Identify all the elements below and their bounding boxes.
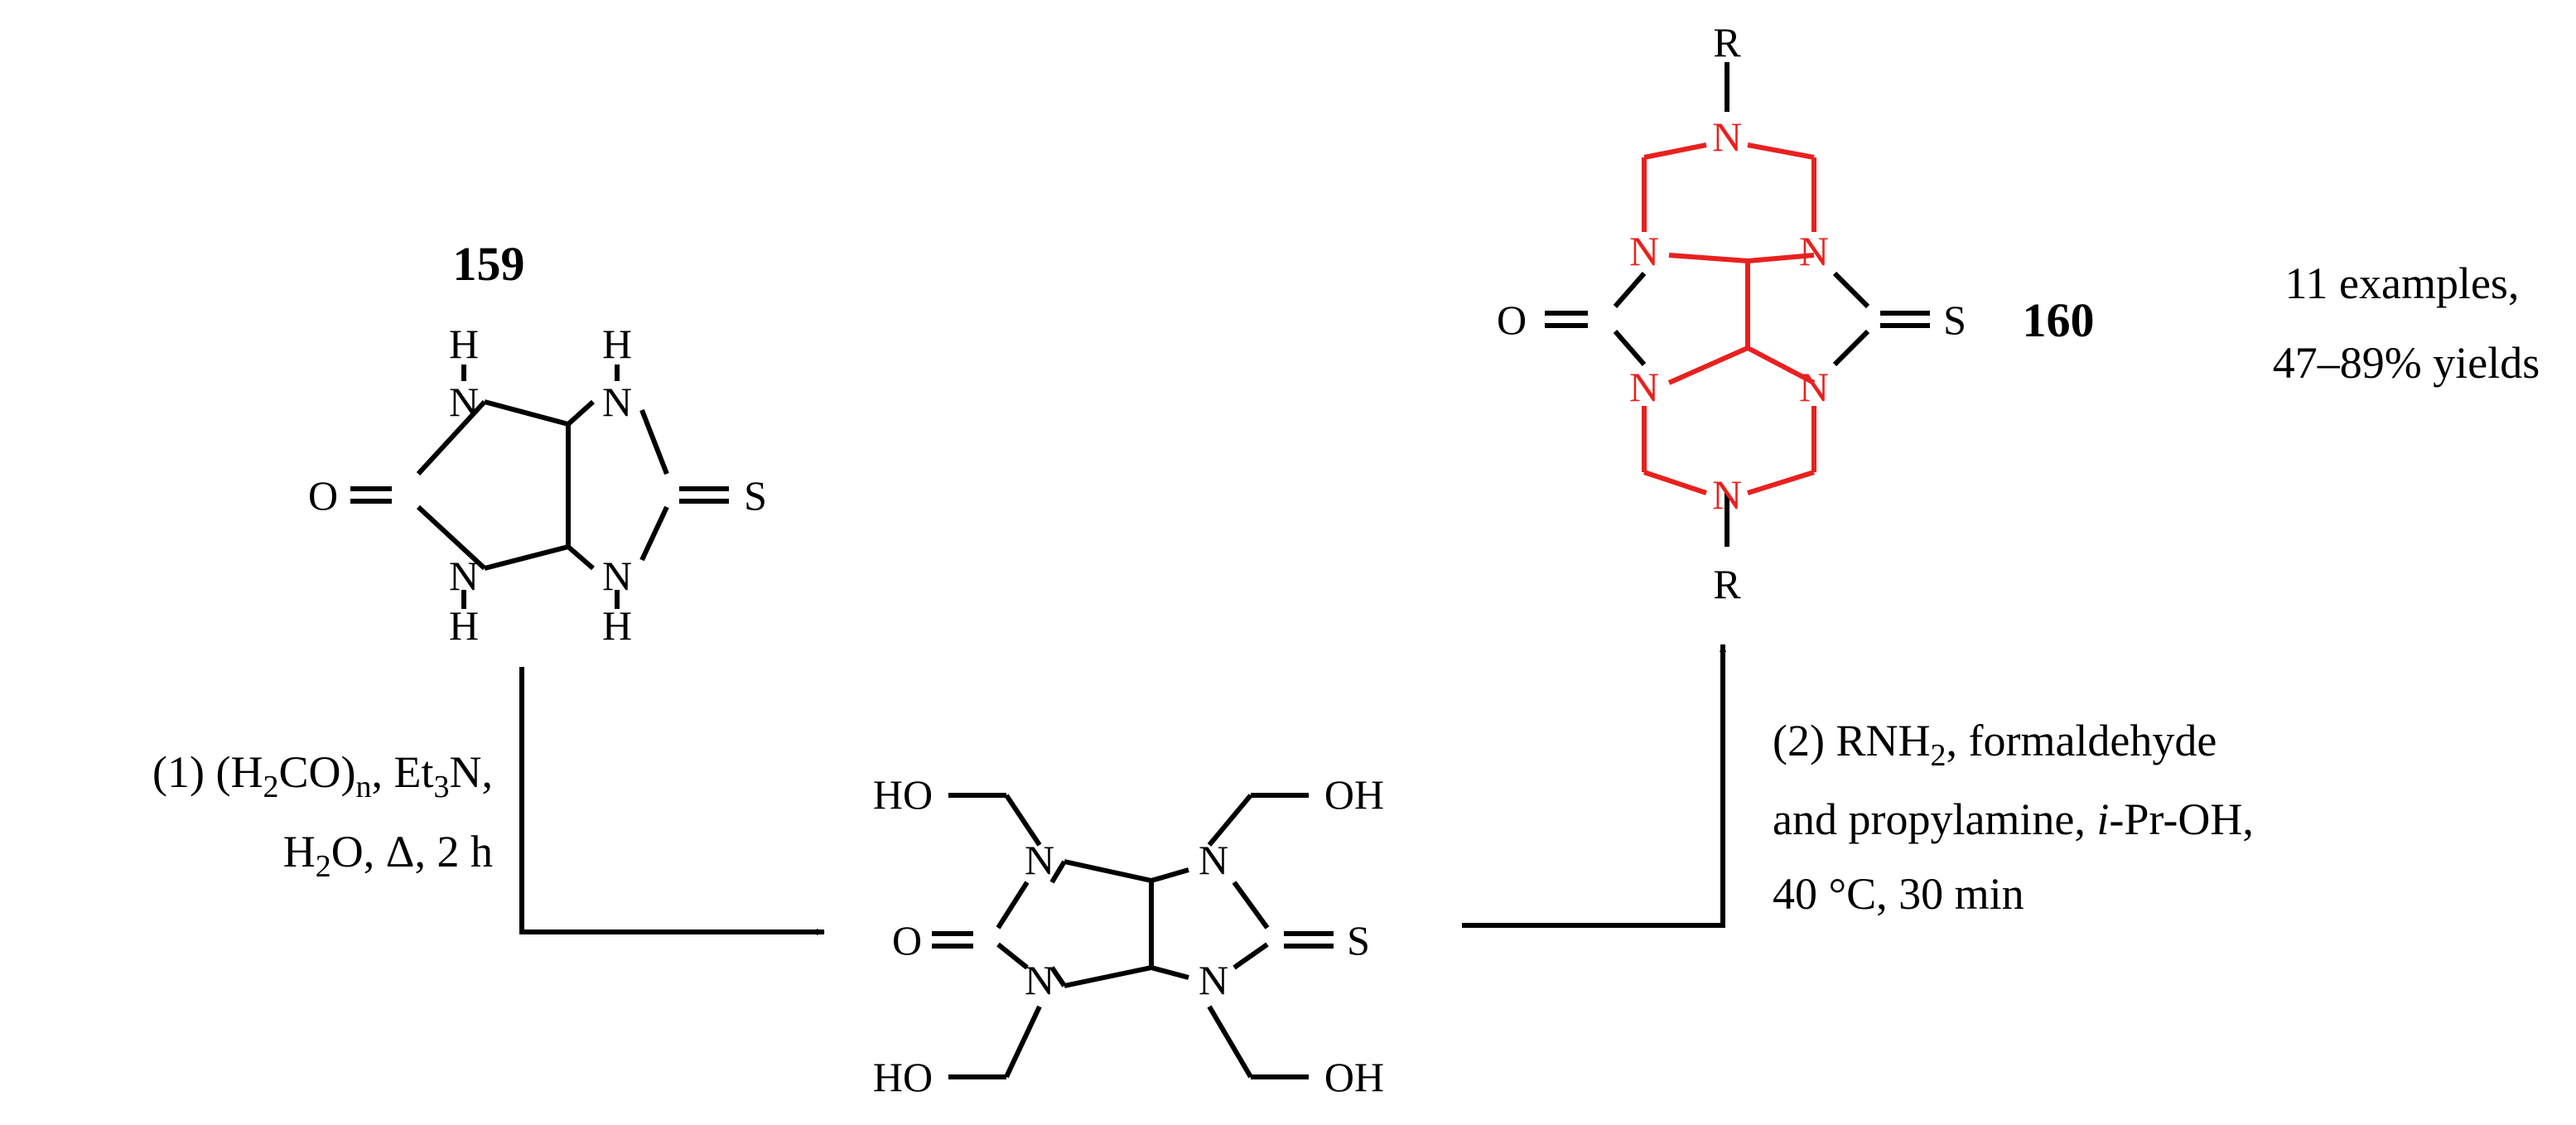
yield-note-line2: 47–89% yields	[2273, 338, 2540, 388]
step2-conditions: (2) RNH2, formaldehyde and propylamine, …	[1773, 716, 2254, 919]
atom-n: N	[1629, 364, 1659, 410]
atom-o: O	[1497, 297, 1527, 343]
atom-n: N	[1629, 228, 1659, 274]
atom-n: N	[1025, 957, 1054, 1003]
atom-ho: HO	[873, 771, 933, 818]
atom-h: H	[602, 602, 632, 649]
step2-line1: (2) RNH2, formaldehyde	[1773, 716, 2217, 773]
step1-conditions: (1) (H2CO)n, Et3N, H2O, Δ, 2 h	[152, 747, 493, 884]
atom-n: N	[602, 553, 632, 599]
atom-h: H	[449, 602, 479, 649]
reaction-arrow-2	[1462, 644, 1726, 928]
step2-line3: 40 °C, 30 min	[1773, 869, 2024, 919]
compound-159: 159 H H N N O S N N H	[308, 237, 767, 649]
yield-note-line1: 11 examples,	[2285, 258, 2520, 308]
atom-s: S	[1943, 297, 1966, 343]
atom-ho: HO	[873, 1054, 933, 1100]
atom-s: S	[744, 472, 767, 519]
atom-n: N	[1712, 471, 1742, 518]
compound-159-bonds	[350, 365, 729, 609]
atom-n: N	[602, 379, 632, 425]
atom-n: N	[1199, 837, 1228, 883]
atom-h: H	[449, 321, 479, 367]
atom-oh: OH	[1324, 1054, 1384, 1100]
atom-n: N	[449, 379, 479, 425]
compound-160: R N N N O S N N N R 160 11 examples, 47–…	[1497, 19, 2540, 607]
atom-o: O	[892, 917, 922, 963]
atom-h: H	[602, 321, 632, 367]
intermediate-bonds	[932, 793, 1334, 1079]
compound-160-black-bonds	[1545, 62, 1930, 547]
compound-160-label: 160	[2023, 293, 2095, 347]
atom-n: N	[1025, 837, 1054, 883]
atom-r: R	[1713, 19, 1741, 65]
atom-r: R	[1713, 561, 1741, 607]
atom-n: N	[1799, 228, 1829, 274]
atom-n: N	[1199, 957, 1228, 1003]
atom-n: N	[449, 553, 479, 599]
atom-s: S	[1347, 917, 1370, 963]
step1-line2: H2O, Δ, 2 h	[283, 827, 493, 884]
reaction-arrow-1	[519, 667, 825, 935]
step2-line2: and propylamine, i-Pr-OH,	[1773, 794, 2254, 844]
atom-oh: OH	[1324, 771, 1384, 818]
atom-n: N	[1712, 113, 1742, 160]
step1-line1: (1) (H2CO)n, Et3N,	[152, 747, 493, 804]
intermediate-compound: HO OH N N O S N N HO OH	[873, 771, 1384, 1100]
atom-n: N	[1799, 364, 1829, 410]
compound-160-cage-bonds	[1642, 142, 1816, 495]
atom-o: O	[308, 472, 338, 519]
compound-159-label: 159	[453, 237, 525, 291]
